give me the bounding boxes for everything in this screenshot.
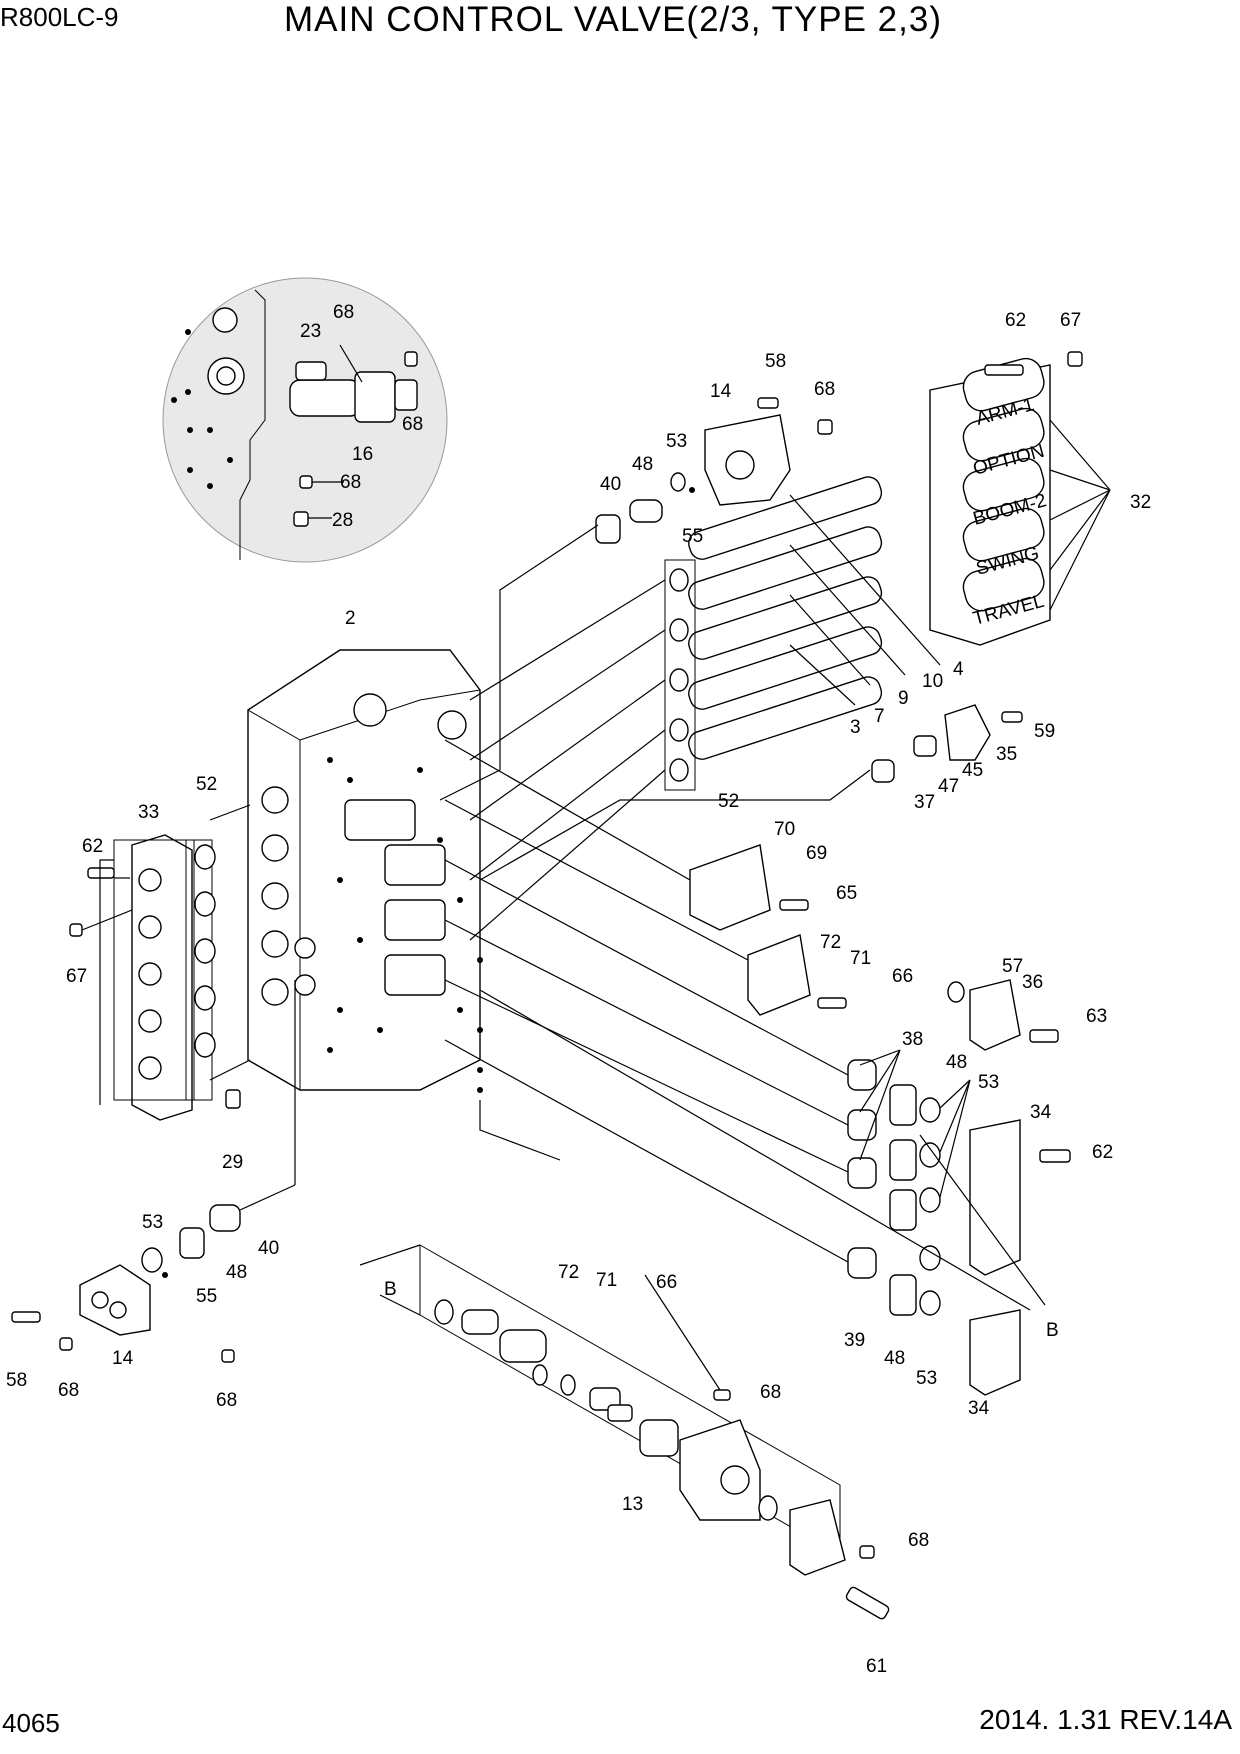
callout-68: 68 — [908, 1530, 929, 1551]
callout-68: 68 — [814, 379, 835, 400]
callout-62: 62 — [1005, 310, 1026, 331]
callout-72: 72 — [820, 932, 841, 953]
callout-61: 61 — [866, 1656, 887, 1677]
right-side-parts — [689, 704, 1071, 1396]
callout-65: 65 — [836, 883, 857, 904]
callout-numbers: 68 23 16 68 68 28 62 67 58 14 68 53 48 4… — [6, 302, 1151, 1677]
callout-71: 71 — [596, 1270, 617, 1291]
callout-53: 53 — [142, 1212, 163, 1233]
callout-66: 66 — [656, 1272, 677, 1293]
callout-63: 63 — [1086, 1006, 1107, 1027]
model-number: R800LC-9 — [0, 2, 119, 32]
callout-29: 29 — [222, 1152, 243, 1173]
callout-2: 2 — [345, 608, 356, 629]
relief-valve-detail-inset — [162, 277, 448, 563]
callout-16: 16 — [352, 444, 373, 465]
callout-53: 53 — [666, 431, 687, 452]
callout-37: 37 — [914, 792, 935, 813]
callout-67: 67 — [1060, 310, 1081, 331]
callout-68: 68 — [333, 302, 354, 323]
callout-32: 32 — [1130, 492, 1151, 513]
callout-72: 72 — [558, 1262, 579, 1283]
callout-14: 14 — [710, 381, 732, 402]
callout-58: 58 — [765, 351, 786, 372]
callout-45: 45 — [962, 760, 983, 781]
callout-58: 58 — [6, 1370, 27, 1391]
top-cover-assembly — [595, 397, 833, 544]
callout-48: 48 — [946, 1052, 967, 1073]
callout-55: 55 — [682, 526, 703, 547]
callout-48: 48 — [226, 1262, 247, 1283]
main-valve-body — [247, 649, 481, 1091]
page-title: MAIN CONTROL VALVE(2/3, TYPE 2,3) — [284, 0, 942, 39]
callout-66: 66 — [892, 966, 913, 987]
callout-7: 7 — [874, 706, 885, 727]
callout-68: 68 — [760, 1382, 781, 1403]
callout-9: 9 — [898, 688, 909, 709]
lower-left-cover-assembly — [11, 980, 296, 1363]
callout-10: 10 — [922, 671, 943, 692]
left-cover-assembly — [69, 834, 241, 1121]
solenoid-block: ARM-1 OPTION BOOM-2 SWING TRAVEL — [929, 351, 1083, 646]
page-number: 4065 — [2, 1708, 60, 1738]
bottom-valve-assembly — [419, 1244, 890, 1620]
callout-38: 38 — [902, 1029, 923, 1050]
revision-date: 2014. 1.31 REV.14A — [979, 1704, 1232, 1735]
callout-69: 69 — [806, 843, 827, 864]
callout-70: 70 — [774, 819, 795, 840]
callout-68: 68 — [402, 414, 423, 435]
callout-33: 33 — [138, 802, 159, 823]
callout-34: 34 — [968, 1398, 990, 1419]
callout-40: 40 — [258, 1238, 279, 1259]
callout-52: 52 — [196, 774, 217, 795]
callout-14: 14 — [112, 1348, 134, 1369]
callout-59: 59 — [1034, 721, 1055, 742]
callout-40: 40 — [600, 474, 621, 495]
callout-68: 68 — [340, 472, 361, 493]
callout-4: 4 — [953, 659, 964, 680]
callout-53: 53 — [916, 1368, 937, 1389]
callout-48: 48 — [632, 454, 653, 475]
callout-B: B — [384, 1279, 397, 1300]
callout-39: 39 — [844, 1330, 865, 1351]
callout-3: 3 — [850, 717, 861, 738]
callout-23: 23 — [300, 321, 321, 342]
spool-set — [664, 476, 883, 791]
callout-35: 35 — [996, 744, 1017, 765]
callout-71: 71 — [850, 948, 871, 969]
callout-B: B — [1046, 1320, 1059, 1341]
callout-67: 67 — [66, 966, 87, 987]
callout-53: 53 — [978, 1072, 999, 1093]
callout-55: 55 — [196, 1286, 217, 1307]
callout-28: 28 — [332, 510, 353, 531]
leader-lines — [99, 419, 1111, 1391]
callout-52: 52 — [718, 791, 739, 812]
callout-34: 34 — [1030, 1102, 1052, 1123]
callout-57: 57 — [1002, 956, 1023, 977]
callout-36: 36 — [1022, 972, 1043, 993]
callout-68: 68 — [58, 1380, 79, 1401]
callout-13: 13 — [622, 1494, 643, 1515]
callout-62: 62 — [1092, 1142, 1113, 1163]
callout-62: 62 — [82, 836, 103, 857]
callout-47: 47 — [938, 776, 959, 797]
callout-48: 48 — [884, 1348, 905, 1369]
callout-68: 68 — [216, 1390, 237, 1411]
